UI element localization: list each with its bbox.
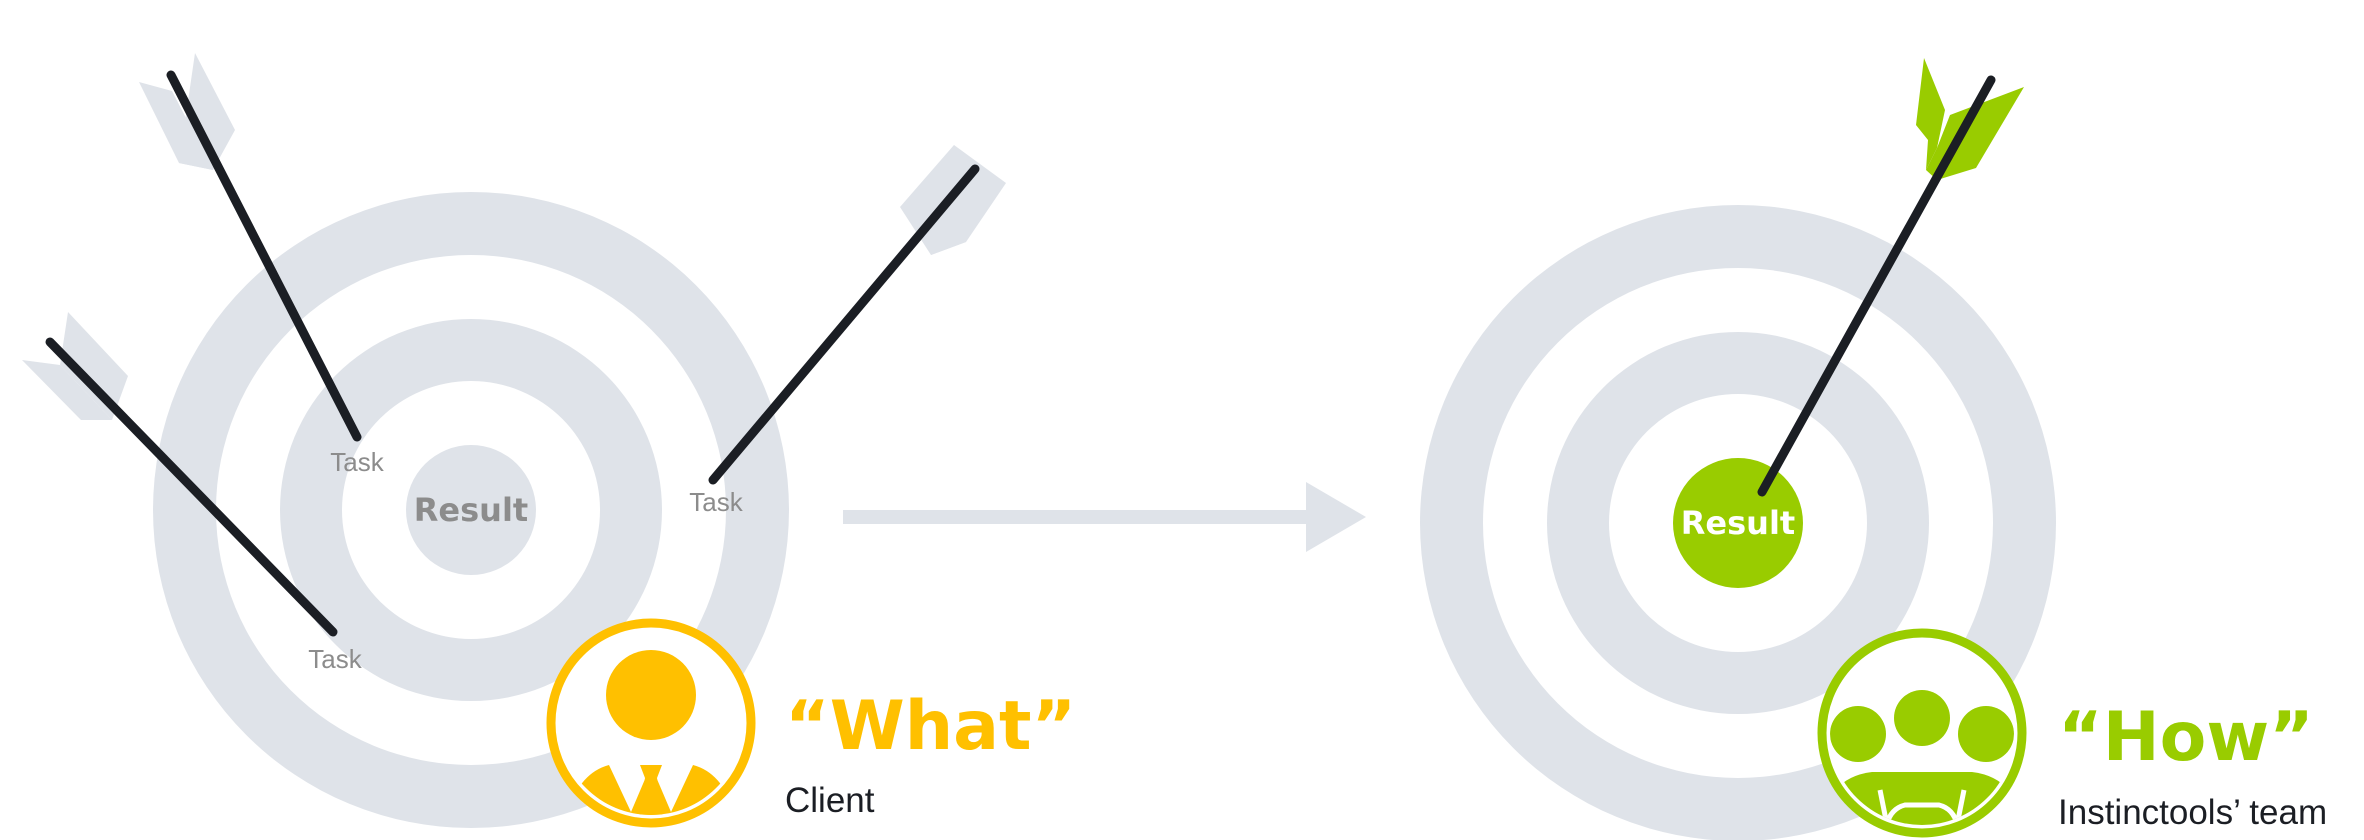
- team-avatar-icon: [1817, 628, 2027, 838]
- arrow-shaft-top-left: [166, 70, 362, 442]
- person-head-icon: [606, 650, 696, 740]
- arrow-shaft-left: [45, 337, 338, 637]
- arrow-shaft-right: [708, 164, 980, 485]
- task-label-3: Task: [308, 644, 362, 674]
- task-label-1: Task: [330, 447, 384, 477]
- left-result-circle: [406, 445, 536, 575]
- left-result-label: Result: [414, 491, 528, 529]
- right-result-label: Result: [1681, 504, 1795, 542]
- tie-icon: [638, 765, 664, 815]
- arrow-shaft-bullseye: [1757, 75, 1996, 497]
- left-arrow-shafts: [45, 70, 980, 637]
- process-arrow-icon: [843, 482, 1366, 552]
- right-result-circle: [1673, 458, 1803, 588]
- what-heading: “What”: [785, 687, 1076, 766]
- task-label-2: Task: [689, 487, 743, 517]
- client-label: Client: [785, 781, 875, 820]
- team-label: Instinctools’ team: [2058, 793, 2327, 832]
- client-avatar-icon: [546, 618, 756, 828]
- how-heading: “How”: [2058, 698, 2314, 777]
- left-arrow-fletchings: [22, 53, 1006, 420]
